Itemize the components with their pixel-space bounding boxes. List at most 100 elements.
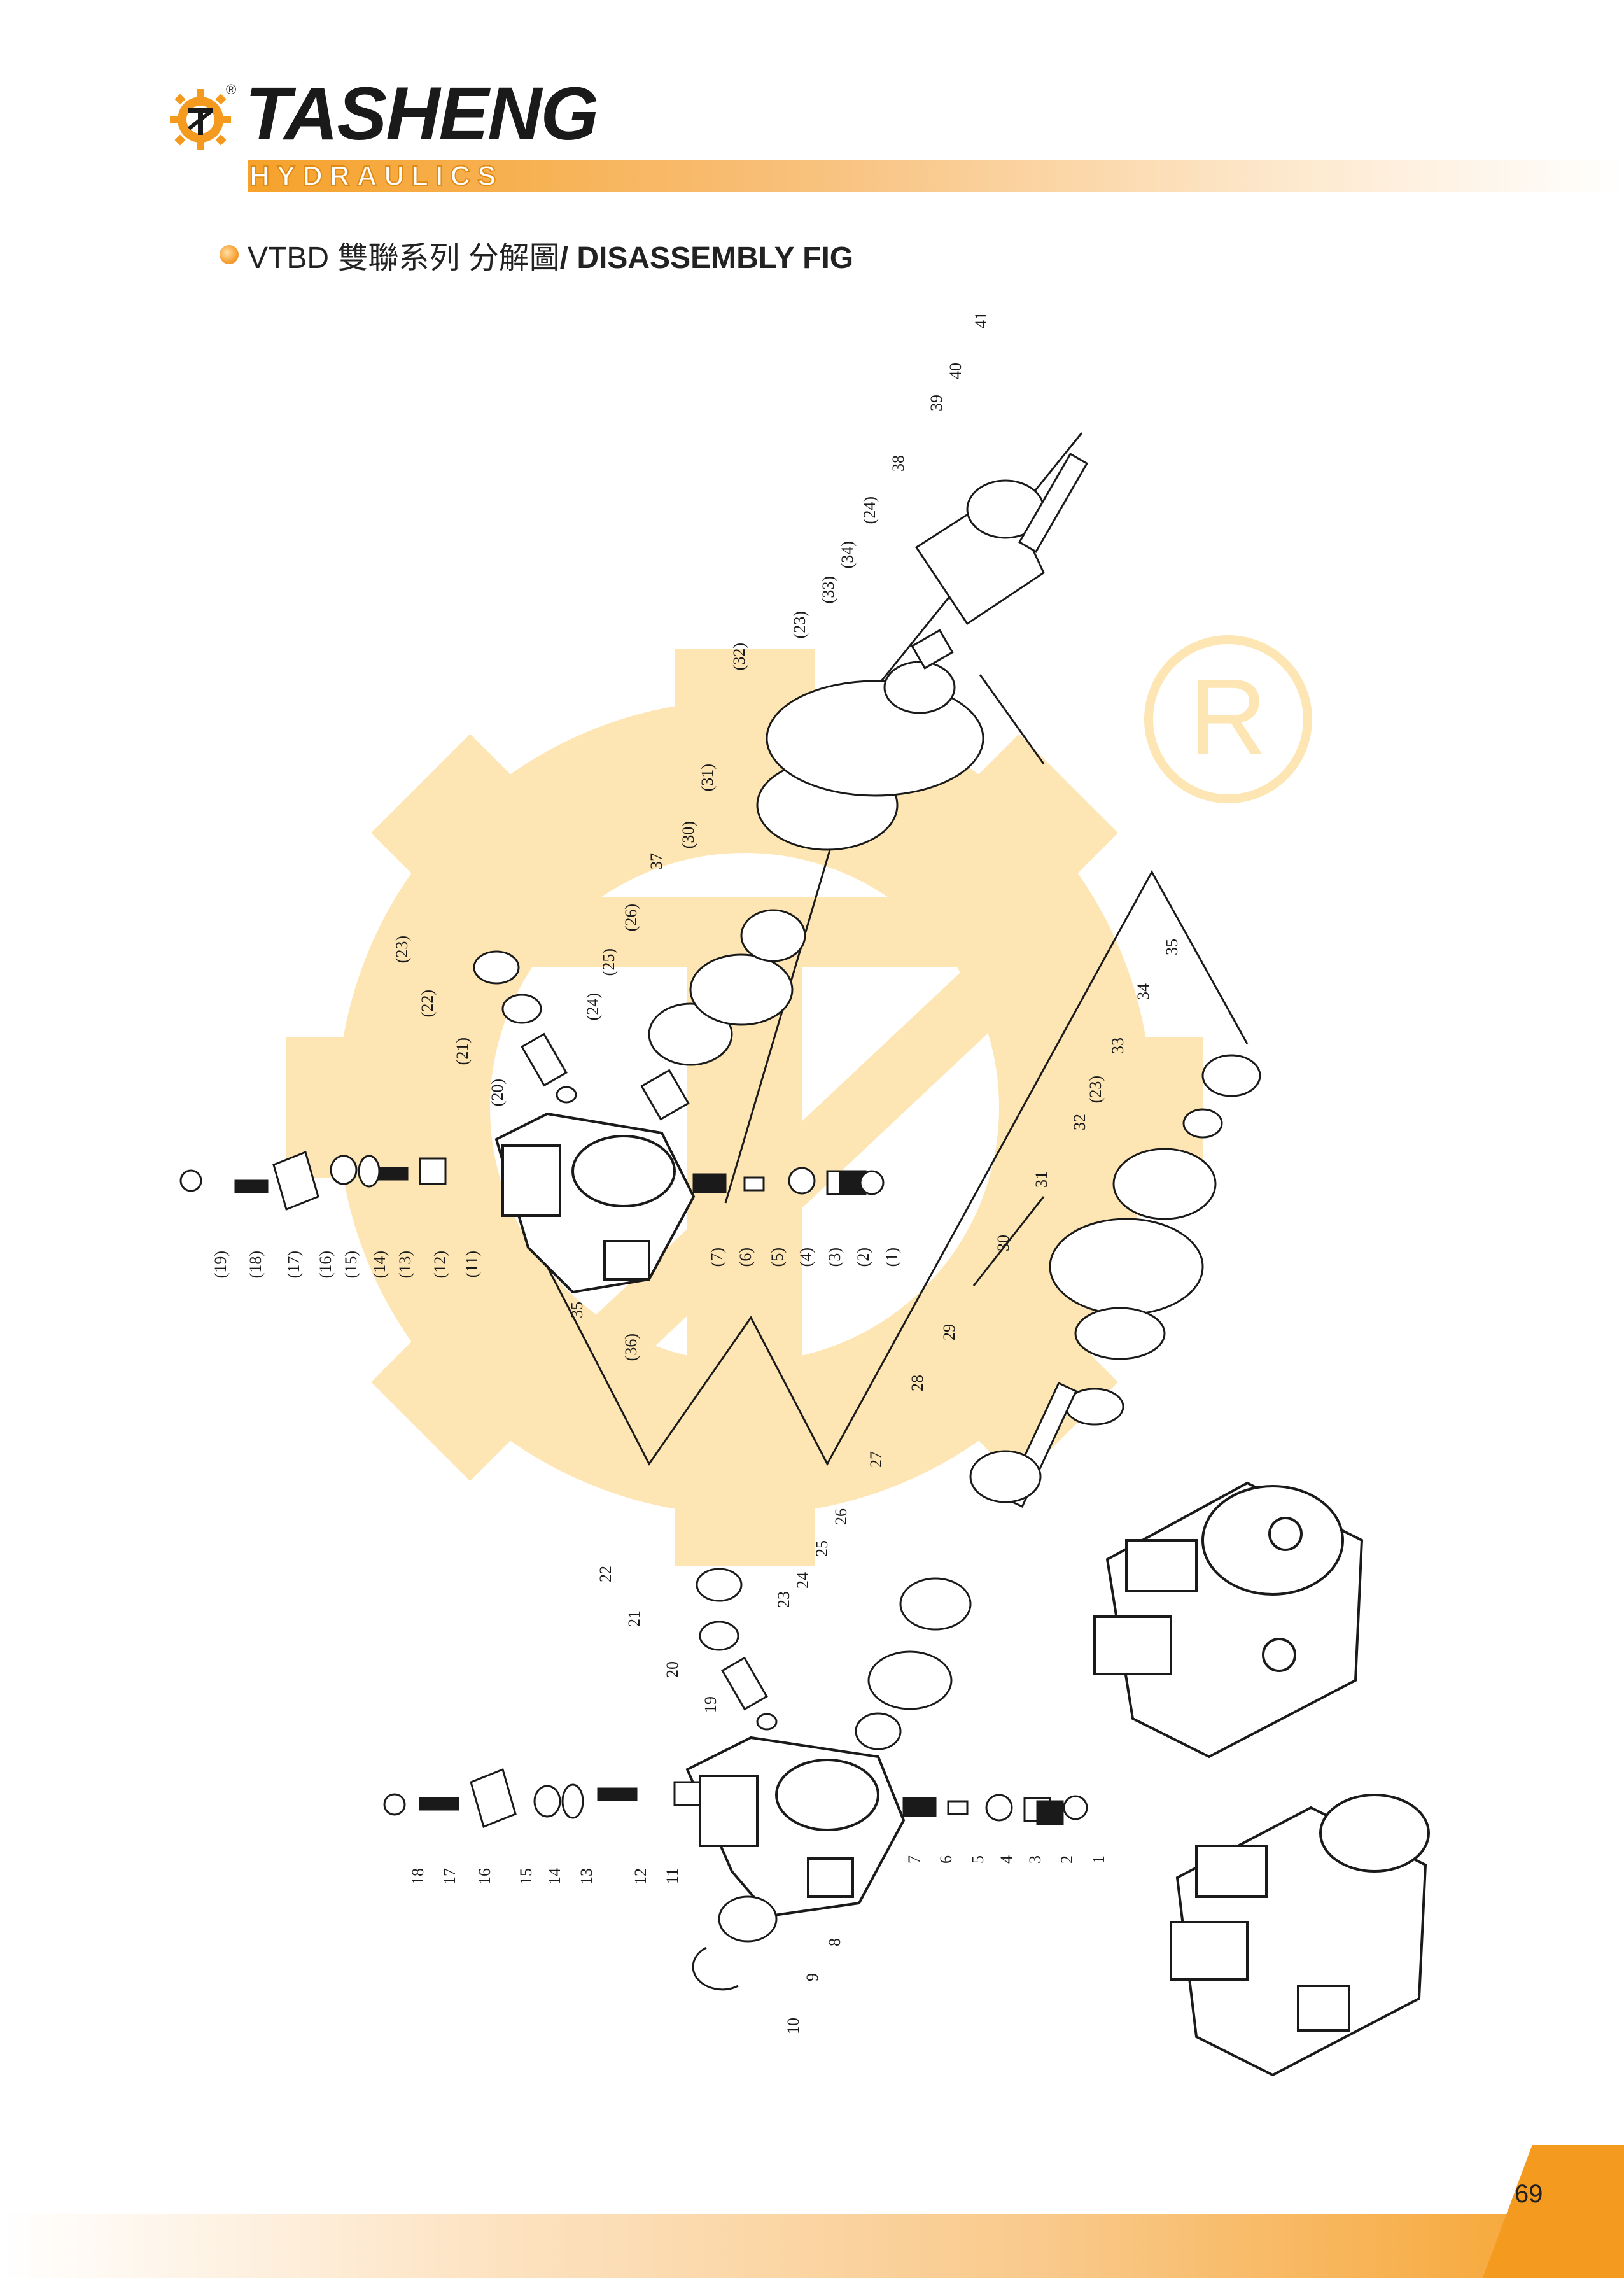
part-label: (32) <box>730 643 748 670</box>
part-label: (5) <box>768 1248 787 1267</box>
part-label: 38 <box>889 455 907 472</box>
part-label: (3) <box>825 1248 844 1267</box>
part-label: (23) <box>790 611 809 638</box>
part-label: 31 <box>1032 1171 1051 1188</box>
part-label: 4 <box>997 1855 1016 1864</box>
part-label: (13) <box>396 1251 414 1278</box>
title-text: VTBD 雙聯系列 分解圖/ DISASSEMBLY FIG <box>248 232 853 277</box>
part-label: (23) <box>393 936 411 963</box>
part-label: 7 <box>905 1855 923 1864</box>
part-label: (19) <box>211 1251 230 1278</box>
part-label: (12) <box>431 1251 449 1278</box>
part-label: 32 <box>1070 1114 1089 1130</box>
title-bold: / DISASSEMBLY FIG <box>559 241 854 275</box>
lower-valve-parts <box>383 1568 1088 1991</box>
part-label: 5 <box>969 1855 987 1864</box>
upper-valve-parts <box>179 1150 885 1211</box>
upper-pump-shaft-parts <box>473 453 1089 1121</box>
part-label: 40 <box>946 363 965 379</box>
watermark-gear <box>286 649 1203 1566</box>
part-label: 3 <box>1026 1855 1044 1864</box>
part-label: (1) <box>883 1248 901 1267</box>
part-label: (23) <box>1086 1076 1105 1103</box>
part-label: (24) <box>584 993 602 1020</box>
footer-band <box>0 2214 1624 2278</box>
part-label: 35 <box>568 1302 586 1318</box>
part-label: 11 <box>663 1868 682 1884</box>
part-label: 2 <box>1058 1855 1076 1864</box>
part-label: 25 <box>813 1540 831 1557</box>
part-label: 8 <box>825 1938 844 1946</box>
part-label: 26 <box>832 1508 850 1525</box>
disassembly-drawing: R <box>179 312 1430 2077</box>
part-label: (24) <box>860 496 879 524</box>
gear-t-logo-icon <box>170 89 231 150</box>
part-label: (21) <box>453 1037 472 1065</box>
page-header: ® TASHENG HYDRAULICS <box>0 0 1624 216</box>
part-label: (18) <box>246 1251 265 1278</box>
part-label: 17 <box>440 1868 459 1885</box>
watermark-registered <box>1144 635 1312 803</box>
sub-brand: HYDRAULICS <box>249 160 503 192</box>
part-label: 13 <box>577 1868 596 1885</box>
part-label: 20 <box>663 1661 682 1678</box>
bullet-icon <box>220 245 239 264</box>
part-label: (4) <box>797 1248 815 1267</box>
header-band <box>248 160 1624 192</box>
part-label: (15) <box>342 1251 360 1278</box>
page-number: 69 <box>1515 2180 1543 2208</box>
part-label: 35 <box>1163 939 1181 955</box>
part-label: 19 <box>701 1696 720 1713</box>
part-label: (20) <box>488 1079 507 1106</box>
part-label: (17) <box>284 1251 303 1278</box>
assembled-pump-illustration-top <box>1093 1481 1364 1759</box>
part-label: (11) <box>463 1251 481 1277</box>
part-label: (26) <box>622 904 640 931</box>
part-label: 24 <box>794 1572 812 1589</box>
lower-pump-body <box>685 1736 906 1918</box>
title-prefix: VTBD 雙聯系列 分解圖 <box>248 241 560 275</box>
assembled-pump-illustration-bottom <box>1170 1794 1430 2077</box>
brand-name: TASHENG <box>245 72 599 156</box>
part-labels: (1) (2) (3) (4) (5) (6) (7) (11) (12) (13) (14) (15… <box>211 312 1181 2034</box>
part-label: 28 <box>908 1375 927 1391</box>
part-label: 27 <box>867 1451 885 1468</box>
right-side-parts <box>855 1054 1261 1750</box>
part-label: (33) <box>819 576 837 603</box>
part-label: (6) <box>736 1248 755 1267</box>
section-title: VTBD 雙聯系列 分解圖/ DISASSEMBLY FIG <box>220 236 853 275</box>
part-label: (14) <box>370 1251 389 1278</box>
part-label: 39 <box>927 395 946 411</box>
part-label: 37 <box>647 853 666 869</box>
part-label: 16 <box>475 1868 494 1885</box>
part-label: 14 <box>545 1868 564 1885</box>
part-label: 34 <box>1134 983 1152 1000</box>
part-label: 21 <box>625 1610 643 1627</box>
part-label: 6 <box>937 1855 955 1864</box>
part-label: 18 <box>409 1868 427 1885</box>
registered-mark: ® <box>226 81 237 97</box>
part-label: (2) <box>854 1248 872 1267</box>
part-label: 23 <box>774 1591 793 1608</box>
part-label: 10 <box>784 2018 802 2034</box>
part-label: 33 <box>1109 1037 1127 1054</box>
part-label: 41 <box>972 312 990 328</box>
upper-pump-body <box>494 1112 696 1294</box>
part-label: (16) <box>316 1251 335 1278</box>
part-label: (34) <box>838 541 857 568</box>
part-label: 12 <box>631 1868 650 1885</box>
part-label: 30 <box>994 1235 1012 1251</box>
part-label: (31) <box>698 764 717 791</box>
part-label: (22) <box>418 990 437 1017</box>
part-label: (7) <box>708 1248 726 1267</box>
page-corner <box>1483 2145 1624 2278</box>
part-label: (30) <box>679 821 697 848</box>
part-label: (25) <box>599 948 618 976</box>
part-label: (36) <box>622 1333 640 1361</box>
watermark-r-letter: R <box>1189 657 1268 778</box>
part-label: 9 <box>803 1973 822 1981</box>
part-label: 29 <box>940 1324 958 1340</box>
part-label: 15 <box>517 1868 535 1885</box>
part-label: 1 <box>1089 1855 1108 1864</box>
part-label: 22 <box>596 1566 615 1582</box>
